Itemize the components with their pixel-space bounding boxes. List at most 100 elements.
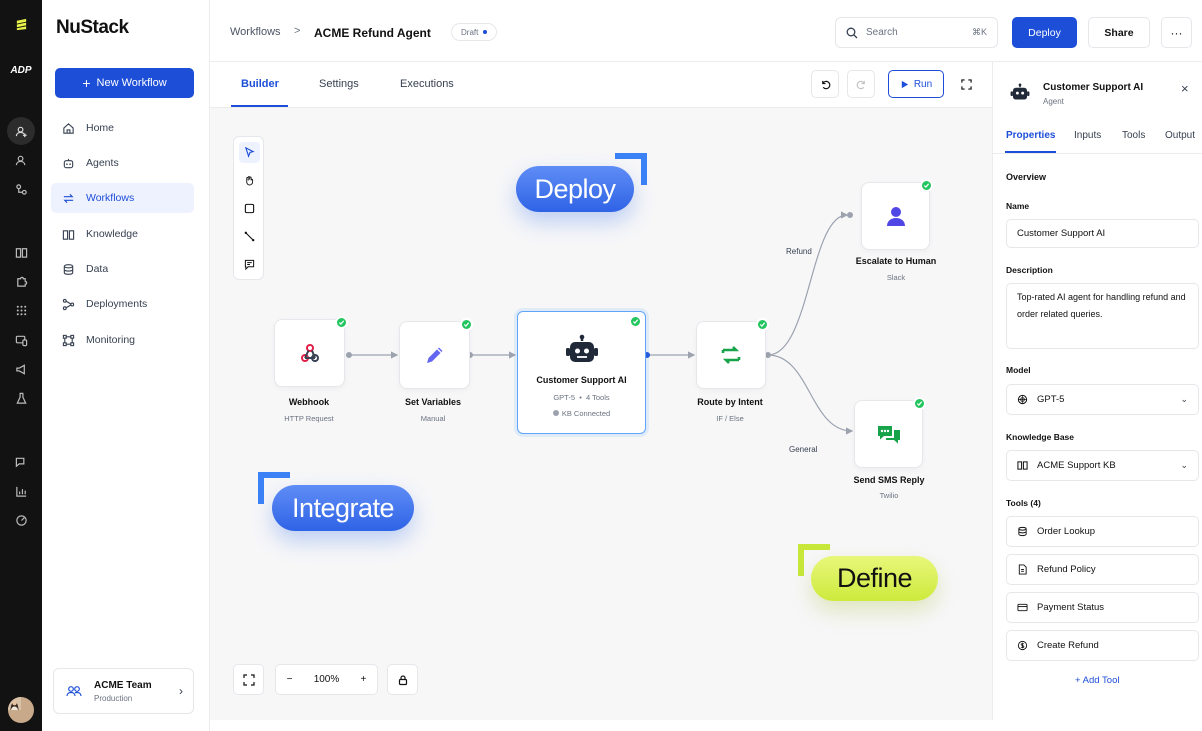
redo-button[interactable] [847, 70, 875, 98]
rail-users-icon[interactable] [7, 146, 35, 174]
lock-button[interactable] [387, 664, 418, 695]
comment-tool[interactable] [239, 254, 260, 275]
tool-label: Refund Policy [1037, 564, 1096, 575]
sidebar-item-workflows[interactable]: Workflows [51, 183, 194, 213]
more-options-button[interactable]: ··· [1161, 17, 1192, 48]
rail-chart-icon[interactable] [7, 477, 35, 505]
rail-chat-icon[interactable] [7, 448, 35, 476]
name-value: Customer Support AI [1017, 228, 1106, 239]
book-icon [1017, 461, 1028, 470]
rail-grid-icon[interactable] [7, 296, 35, 324]
app-logo-icon[interactable] [7, 10, 35, 38]
zoom-in-button[interactable]: + [360, 674, 367, 685]
tool-item[interactable]: Order Lookup [1006, 516, 1199, 547]
rail-flow-icon[interactable] [7, 175, 35, 203]
kb-label: Knowledge Base [1006, 432, 1075, 442]
search-shortcut: ⌘K [971, 27, 987, 37]
sidebar-item-knowledge[interactable]: Knowledge [51, 219, 194, 249]
rail-megaphone-icon[interactable] [7, 355, 35, 383]
connector-tool[interactable] [239, 226, 260, 247]
fullscreen-button[interactable] [952, 70, 980, 98]
knowledge-base-select[interactable]: ACME Support KB ⌄ [1006, 450, 1199, 481]
rail-user-add-icon[interactable] [7, 117, 35, 145]
deploy-button[interactable]: Deploy [1012, 17, 1077, 48]
model-select[interactable]: GPT-5 ⌄ [1006, 384, 1199, 415]
user-avatar[interactable] [8, 697, 34, 723]
openai-icon [1017, 394, 1028, 405]
set-variables-node[interactable] [399, 318, 473, 389]
zoom-level: 100% [313, 674, 340, 685]
tab-executions[interactable]: Executions [400, 78, 454, 90]
sidebar-item-agents[interactable]: Agents [51, 148, 194, 178]
sidebar-item-deployments[interactable]: Deployments [51, 289, 194, 319]
card-icon [1017, 603, 1028, 612]
sidebar-item-monitoring[interactable]: Monitoring [51, 325, 194, 355]
team-env: Production [94, 693, 133, 703]
zoom-out-button[interactable]: − [286, 674, 293, 685]
sidebar-item-data[interactable]: Data [51, 254, 194, 284]
sidebar: NuStack +New Workflow Home Agents Workfl… [42, 0, 210, 731]
chevron-down-icon: ⌄ [1180, 460, 1188, 470]
rail-gauge-icon[interactable] [7, 506, 35, 534]
search-input[interactable]: Search ⌘K [835, 17, 998, 48]
define-callout: Define [811, 556, 938, 601]
tab-properties[interactable]: Properties [1006, 130, 1056, 141]
undo-icon [821, 80, 830, 89]
name-field[interactable]: Customer Support AI [1006, 219, 1199, 248]
tab-inputs[interactable]: Inputs [1074, 130, 1102, 141]
undo-button[interactable] [811, 70, 839, 98]
agent-node[interactable]: Customer Support AI GPT-5 • 4 Tools KB C… [517, 311, 646, 434]
square-icon [244, 203, 255, 214]
tool-item[interactable]: Create Refund [1006, 630, 1199, 661]
kb-value: ACME Support KB [1037, 460, 1116, 471]
agent-node-label: Customer Support AI [536, 375, 627, 385]
rectangle-tool[interactable] [239, 198, 260, 219]
tool-item[interactable]: Payment Status [1006, 592, 1199, 623]
active-tab-indicator [231, 105, 288, 107]
breadcrumb-workflows[interactable]: Workflows [230, 26, 281, 38]
success-check-icon [629, 315, 642, 328]
robot-icon [566, 334, 598, 362]
tool-item[interactable]: Refund Policy [1006, 554, 1199, 585]
tab-output[interactable]: Output [1165, 130, 1196, 141]
escalate-sub: Slack [886, 273, 906, 282]
description-field[interactable]: Top-rated AI agent for handling refund a… [1006, 283, 1199, 349]
app-rail: ADP [0, 0, 42, 731]
pan-tool[interactable] [239, 170, 260, 191]
rail-puzzle-icon[interactable] [7, 267, 35, 295]
tab-settings[interactable]: Settings [319, 78, 359, 90]
status-dot [483, 30, 488, 34]
sidebar-item-label: Data [86, 263, 109, 275]
search-icon [846, 27, 858, 38]
select-tool[interactable] [239, 142, 260, 163]
edge-label-refund: Refund [786, 247, 812, 256]
run-button[interactable]: Run [888, 70, 944, 98]
new-workflow-button[interactable]: +New Workflow [55, 68, 194, 98]
name-label: Name [1006, 201, 1030, 211]
sms-node[interactable] [854, 397, 926, 468]
rail-devices-icon[interactable] [7, 326, 35, 354]
workflow-canvas[interactable]: Webhook HTTP Request Set Variables Manua… [210, 108, 992, 720]
tab-tools[interactable]: Tools [1122, 130, 1146, 141]
fullscreen-icon [960, 78, 972, 90]
tools-label: Tools (4) [1006, 498, 1041, 508]
escalate-node[interactable] [861, 179, 933, 250]
sidebar-item-home[interactable]: Home [51, 113, 194, 143]
webhook-node[interactable] [274, 316, 348, 387]
rail-book-icon[interactable] [7, 238, 35, 266]
close-icon[interactable]: × [1181, 81, 1189, 96]
webhook-sub: HTTP Request [284, 414, 334, 423]
fit-view-button[interactable] [233, 664, 264, 695]
rail-flask-icon[interactable] [7, 384, 35, 412]
route-node[interactable] [696, 318, 769, 389]
tab-builder[interactable]: Builder [241, 78, 279, 90]
add-tool-button[interactable]: + Add Tool [1075, 675, 1120, 686]
agent-tools: 4 Tools [586, 393, 610, 402]
status-label: Draft [461, 27, 479, 37]
panel-title: Customer Support AI [1043, 82, 1144, 93]
fit-view-icon [242, 673, 255, 686]
share-button[interactable]: Share [1088, 17, 1150, 48]
agent-kb-status: KB Connected [518, 409, 645, 418]
route-sub: IF / Else [716, 414, 744, 423]
